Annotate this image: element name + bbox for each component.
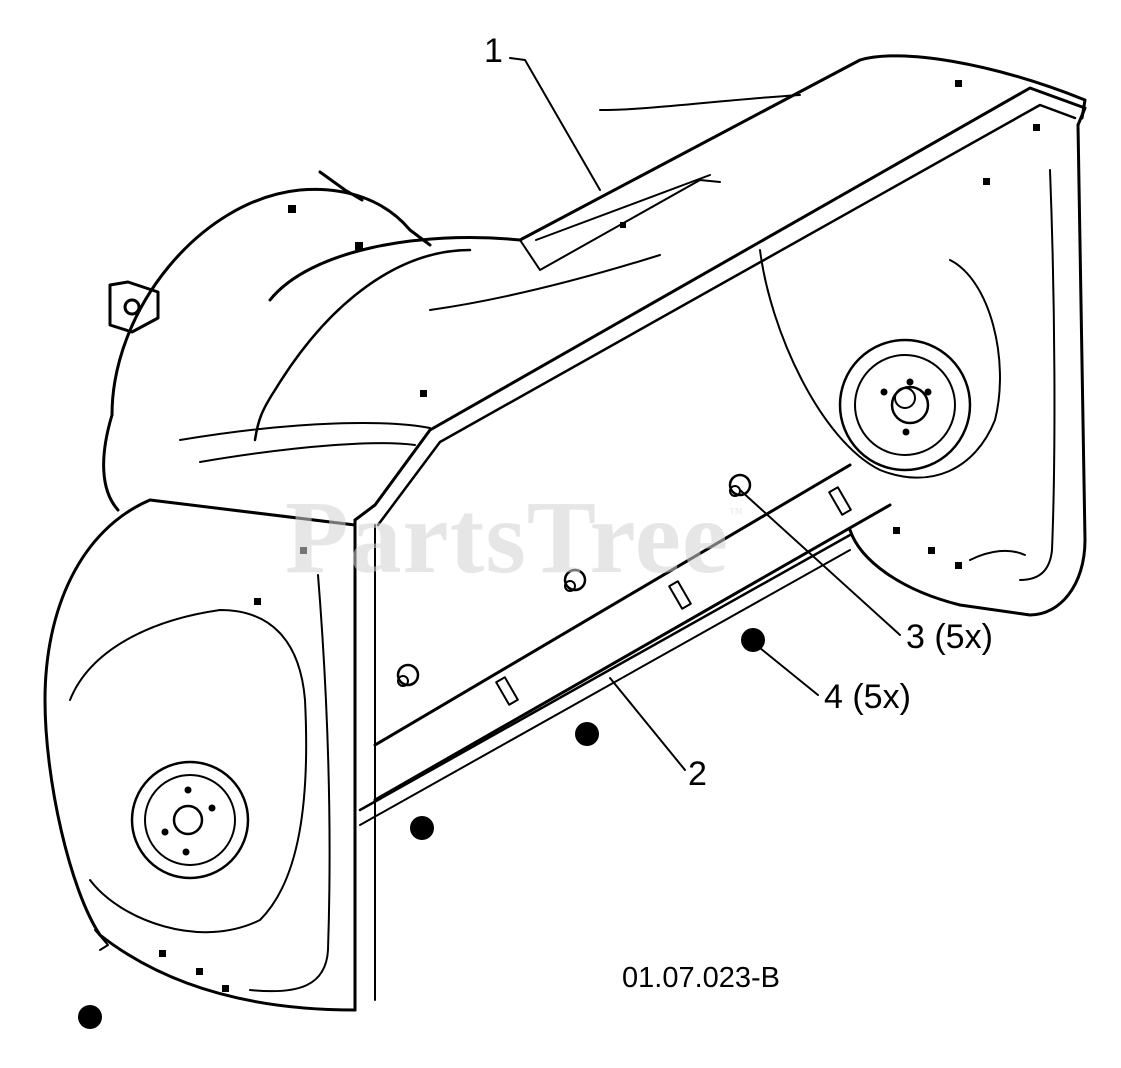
right-side-plate [759,123,1087,617]
leader-line-3 [739,489,901,636]
top-housing-panel [179,54,1087,463]
leader-line-1 [509,57,601,191]
rear-fan-housing [102,170,472,512]
front-frame-rail [353,86,1087,1012]
leader-line-4 [759,647,819,696]
hex-nuts [78,628,765,1029]
callout-1: 1 [484,32,503,70]
scraper-bar [358,463,892,826]
callout-4: 4 (5x) [824,678,911,716]
callout-2: 2 [688,755,707,793]
parts-tree-watermark: PartsTree™ [285,480,744,595]
leader-line-2 [609,677,686,771]
leader-lines [509,57,901,771]
drawing-number: 01.07.023-B [622,962,781,994]
callout-3: 3 (5x) [906,618,993,656]
left-side-plate [43,498,357,1012]
